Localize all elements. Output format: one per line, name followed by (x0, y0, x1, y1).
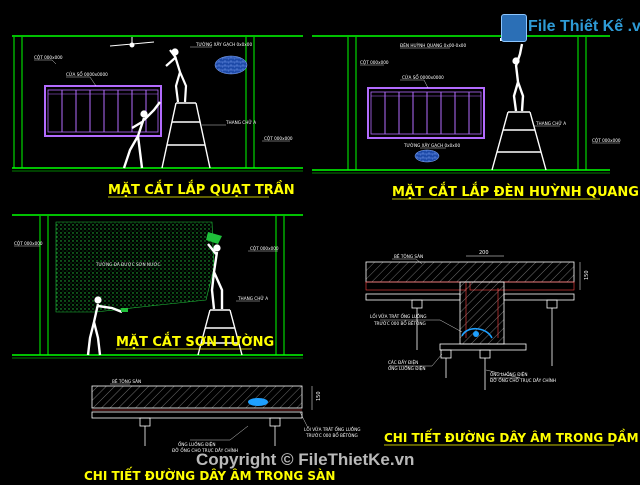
brick-wall-icon (214, 55, 248, 75)
slab-depth-dim: 150 (316, 391, 322, 401)
paint-title: MẶT CẮT SƠN TƯỜNG (116, 333, 274, 350)
beam-width-dim: 200 (479, 250, 489, 256)
ladder-icon (161, 102, 211, 169)
beam-support-label: ỐNG LUỒNG ĐIỆN (490, 372, 527, 377)
lamp-ladder-icon (491, 111, 547, 171)
worker-lamp-icon (512, 43, 525, 112)
paint-roller-icon (206, 232, 222, 244)
paint-col-right-label: CỘT 000x000 (250, 246, 279, 251)
slab-wire-label: LỐI VỮA TRÁT ỐNG LUỒNG (304, 427, 360, 432)
lamp-brick-icon (414, 149, 440, 163)
logo-badge-icon (501, 14, 527, 42)
slab-title: CHI TIẾT ĐƯỜNG DÂY ÂM TRONG SÀN (84, 467, 335, 483)
slab-support-label: ĐỠ ỐNG CHO TRỤC DÂY CHÍNH (172, 448, 238, 453)
ceiling-fan-icon (109, 37, 155, 48)
fan-col-right-label: CỘT 000x000 (264, 136, 293, 141)
paint-ladder-icon (197, 309, 243, 356)
filethietke-logo: File Thiết Kế .vn (501, 14, 640, 42)
lamp-col-right-label: CỘT 000x000 (592, 138, 621, 143)
beam-pipe-icon (473, 331, 479, 337)
fan-ladder-label: THANG CHỮ A (225, 120, 256, 125)
lamp-wall-label: TƯỜNG XÂY GẠCH 0x0x00 (403, 143, 460, 148)
fan-window (44, 85, 162, 137)
slab-pipe-icon (248, 398, 268, 406)
beam-wire2-label: TRƯỚC 000 BỔ BÊTÔNG (373, 321, 426, 326)
panel-paint: CỘT 000x000 TƯỜNG ĐÃ ĐƯỢC SƠN NƯỚC CỘT 0… (12, 214, 303, 359)
panel-slab-detail: 150 BÊ TÔNG SÀN LỐI VỮA TRÁT ỐNG LUỒNG T… (84, 379, 360, 483)
panel-fan: CỘT 000x000 CỬA SỔ 0000x0000 TƯỜNG XÂY G… (12, 35, 303, 198)
lamp-col-left-label: CỘT 000x000 (360, 60, 389, 65)
lamp-title: MẶT CẮT LẮP ĐÈN HUỲNH QUANG (392, 183, 639, 200)
fan-col-left-label: CỘT 000x000 (34, 55, 63, 60)
lamp-ladder-label: THANG CHỮ A (535, 121, 566, 126)
slab-clip-label: ỐNG LUỒNG ĐIỆN (178, 442, 215, 447)
worker-fan-icon (165, 48, 188, 103)
lamp-window (367, 87, 485, 139)
lamp-window-label: CỬA SỔ 0000x0000 (402, 75, 444, 80)
fan-wall-label: TƯỜNG XÂY GẠCH 0x0x00 (195, 42, 252, 47)
beam-depth-dim: 150 (584, 270, 590, 280)
painted-wall-area (55, 221, 215, 313)
paint-col-left-label: CỘT 000x000 (14, 241, 43, 246)
beam-clip2-label: ỐNG LUỒNG ĐIỆN (388, 366, 425, 371)
slab-wire2-label: TRƯỚC 000 BỔ BÊTÔNG (305, 433, 358, 438)
worker-floor-icon (122, 101, 161, 169)
fan-title: MẶT CẮT LẮP QUẠT TRẦN (108, 180, 295, 198)
panel-lamp: CỘT 000x000 CỬA SỔ 0000x0000 ĐÈN HUỲNH Q… (312, 35, 639, 200)
beam-wire-label: LỐI VỮA TRÁT ỐNG LUỒNG (370, 314, 426, 319)
beam-support2-label: ĐỠ ỐNG CHO TRỤC DÂY CHÍNH (490, 378, 556, 383)
worker-painter-floor-icon (86, 296, 123, 356)
paint-roller-floor-icon (121, 308, 128, 312)
copyright-watermark: Copyright © FileThietKe.vn (196, 450, 415, 469)
slab-slab-label: BÊ TÔNG SÀN (112, 379, 141, 384)
paint-ladder-label: THANG CHỮ A (237, 296, 268, 301)
lamp-fixture-label: ĐÈN HUỲNH QUANG 0x00-0x00 (400, 43, 466, 48)
slab-hangers (139, 417, 281, 446)
logo-text: File Thiết Kế .vn (528, 18, 640, 35)
beam-slab-label: BÊ TÔNG SÀN (394, 254, 423, 259)
beam-title: CHI TIẾT ĐƯỜNG DÂY ÂM TRONG DẦM (384, 428, 639, 445)
fan-window-label: CỬA SỔ 0000x0000 (66, 72, 108, 77)
paint-wall-label: TƯỜNG ĐÃ ĐƯỢC SƠN NƯỚC (95, 262, 160, 267)
beam-clip-label: CÁC ĐẦY ĐIỆN (388, 360, 418, 365)
beam-hangers (411, 299, 558, 390)
worker-painter-icon (207, 243, 224, 310)
panel-beam-detail: 200 150 BÊ TÔNG SÀN LỐI VỮA TRÁT ỐNG LUỒ… (365, 250, 639, 446)
